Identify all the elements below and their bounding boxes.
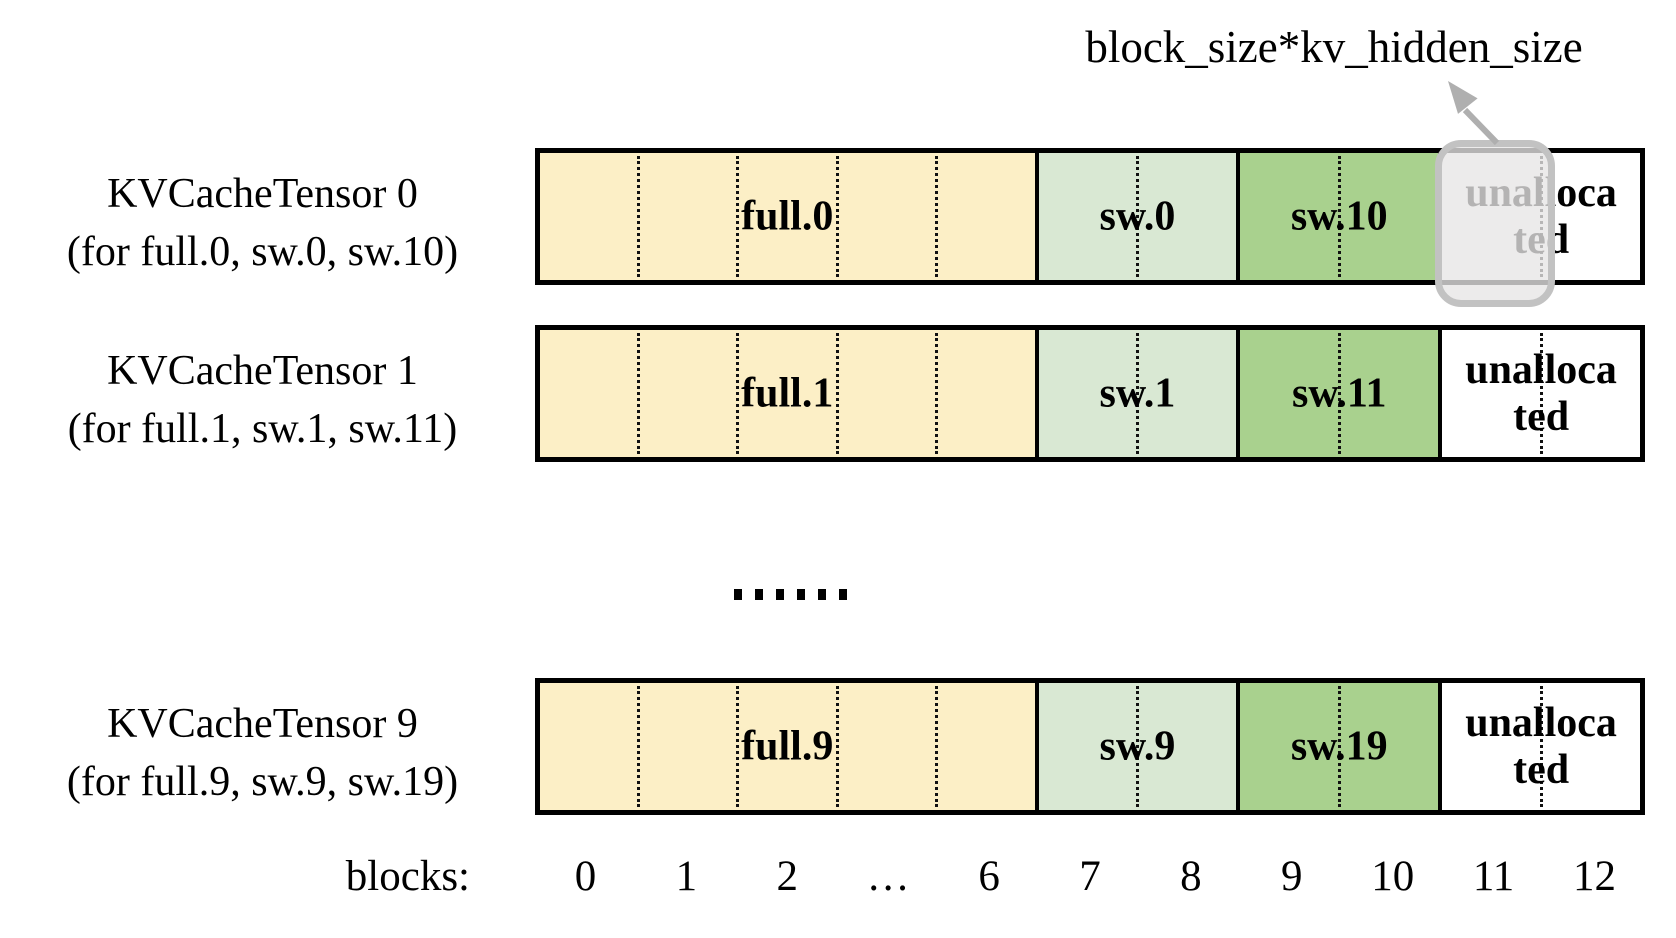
rows-ellipsis bbox=[734, 589, 847, 600]
segment-full-0: full.0 bbox=[540, 153, 1035, 280]
segment-label: full.9 bbox=[741, 722, 834, 769]
block-tick: 10 bbox=[1371, 853, 1415, 900]
segment-label: sw.9 bbox=[1099, 722, 1176, 769]
block-tick: 6 bbox=[978, 853, 1000, 900]
segment-label: sw.10 bbox=[1290, 192, 1388, 239]
block-tick: 12 bbox=[1573, 853, 1617, 900]
block-tick: 0 bbox=[574, 853, 597, 900]
segment-sw-19: sw.19 bbox=[1236, 683, 1439, 810]
segment-label: sw.1 bbox=[1099, 369, 1176, 416]
tensor-title: KVCacheTensor 9 bbox=[107, 700, 418, 747]
blocks-axis: 0 1 2 … 6 7 8 9 10 11 12 bbox=[535, 849, 1645, 905]
tensor-row-9-label: KVCacheTensor 9 (for full.9, sw.9, sw.19… bbox=[10, 678, 515, 815]
block-size-annotation: block_size*kv_hidden_size bbox=[1085, 22, 1583, 72]
tensor-subtitle: (for full.0, sw.0, sw.10) bbox=[66, 228, 459, 275]
segment-label: full.1 bbox=[741, 369, 834, 416]
segment-unallocated-9: unallocated bbox=[1438, 683, 1640, 810]
segment-label: unallocated bbox=[1465, 346, 1617, 440]
segment-label: sw.19 bbox=[1290, 722, 1388, 769]
annotation-arrow-icon bbox=[1448, 81, 1500, 146]
block-tick: 2 bbox=[776, 853, 799, 900]
segment-full-1: full.1 bbox=[540, 330, 1035, 457]
block-tick: 7 bbox=[1079, 853, 1101, 900]
tensor-row-9: KVCacheTensor 9 (for full.9, sw.9, sw.19… bbox=[0, 678, 1676, 815]
segment-label: unallocated bbox=[1465, 699, 1617, 793]
tensor-row-0-label: KVCacheTensor 0 (for full.0, sw.0, sw.10… bbox=[10, 148, 515, 285]
segment-sw-10: sw.10 bbox=[1236, 153, 1439, 280]
block-tick: … bbox=[866, 853, 910, 900]
segment-unallocated-1: unallocated bbox=[1438, 330, 1640, 457]
block-tick: 1 bbox=[675, 853, 698, 900]
segment-sw-11: sw.11 bbox=[1236, 330, 1439, 457]
tensor-title: KVCacheTensor 1 bbox=[107, 347, 418, 394]
block-tick: 8 bbox=[1180, 853, 1202, 900]
tensor-subtitle: (for full.9, sw.9, sw.19) bbox=[66, 758, 459, 805]
tensor-row-1-label: KVCacheTensor 1 (for full.1, sw.1, sw.11… bbox=[10, 325, 515, 462]
tensor-row-1: KVCacheTensor 1 (for full.1, sw.1, sw.11… bbox=[0, 325, 1676, 462]
block-tick: 9 bbox=[1281, 853, 1303, 900]
blocks-axis-label: blocks: bbox=[345, 853, 470, 900]
segment-sw-1: sw.1 bbox=[1034, 330, 1237, 457]
segment-sw-0: sw.0 bbox=[1034, 153, 1237, 280]
tensor-subtitle: (for full.1, sw.1, sw.11) bbox=[67, 405, 458, 452]
tensor-row-1-bar: full.1 sw.1 sw.11 unallocated bbox=[535, 325, 1645, 462]
tensor-row-9-bar: full.9 sw.9 sw.19 unallocated bbox=[535, 678, 1645, 815]
segment-label: sw.11 bbox=[1291, 369, 1387, 416]
segment-label: sw.0 bbox=[1099, 192, 1176, 239]
tensor-title: KVCacheTensor 0 bbox=[107, 170, 418, 217]
segment-label: full.0 bbox=[741, 192, 834, 239]
segment-full-9: full.9 bbox=[540, 683, 1035, 810]
segment-sw-9: sw.9 bbox=[1034, 683, 1237, 810]
block-tick: 11 bbox=[1472, 853, 1515, 900]
